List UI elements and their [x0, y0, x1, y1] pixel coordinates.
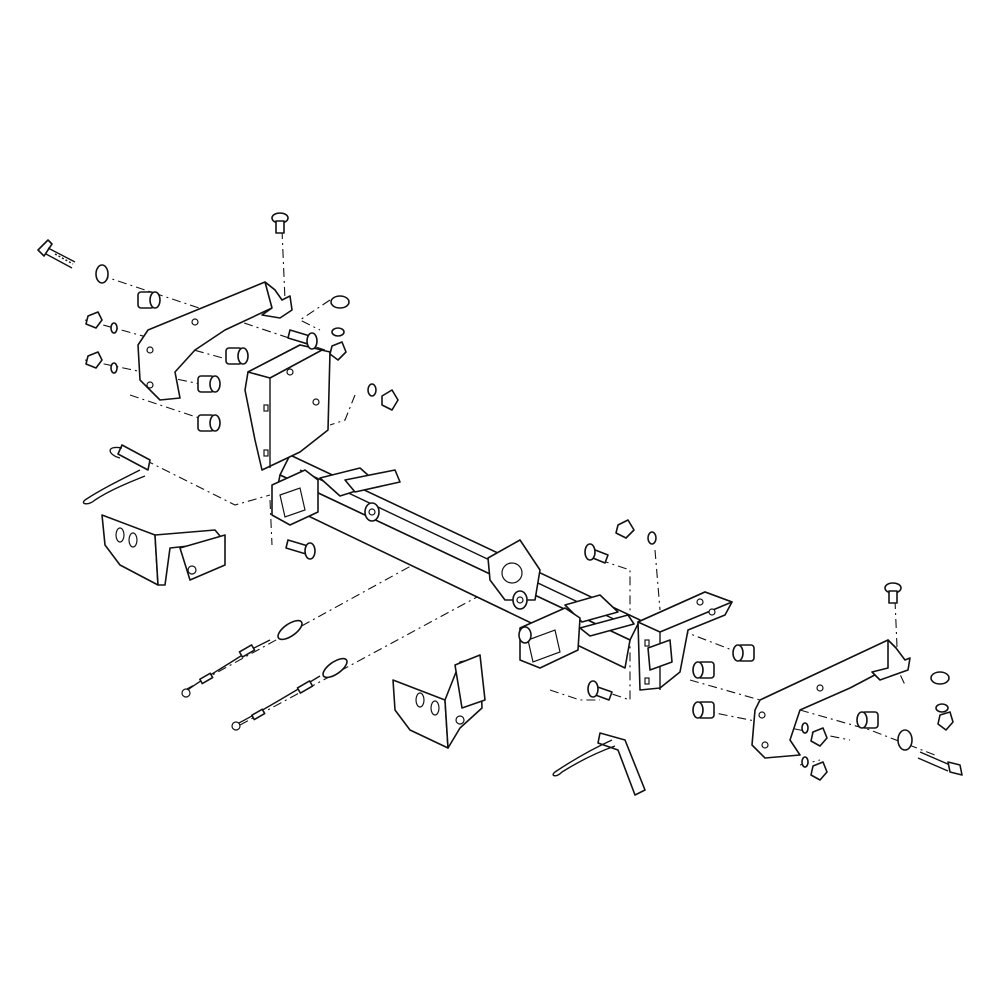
hex-nut: [329, 341, 347, 361]
spacer: [197, 414, 221, 432]
hex-nut: [85, 311, 103, 329]
nuts: [85, 311, 954, 781]
carriage-bolt-left-low: [285, 539, 316, 560]
lock-washer: [367, 383, 377, 397]
spacer: [856, 711, 879, 729]
carriage-bolt-top-right: [884, 582, 902, 604]
lock-washer: [801, 756, 809, 768]
lock-washer: [647, 531, 657, 545]
bolt-long-right: [917, 751, 963, 776]
spacer: [137, 291, 161, 309]
left-receiver: [271, 469, 401, 526]
hitch-pin-left: [82, 444, 151, 505]
bolts: [37, 212, 963, 776]
safety-cable-1: [181, 619, 303, 698]
hex-nut: [85, 351, 103, 369]
hex-nut: [937, 711, 954, 731]
spacer: [732, 644, 755, 662]
safety-cable-2: [231, 657, 348, 731]
lock-washer: [331, 327, 345, 337]
right-receiver: [512, 590, 635, 669]
crossbar: [274, 454, 641, 669]
right-mount-plate: [637, 591, 733, 691]
lock-washer: [801, 722, 809, 734]
carriage-bolt-right-top: [584, 543, 609, 564]
spacer: [197, 375, 221, 393]
carriage-bolt-top-left: [271, 212, 289, 234]
detachable-tab-right: [392, 654, 486, 749]
hex-nut: [615, 519, 635, 539]
left-bracket-plate: [137, 281, 293, 401]
hitch-pin-right: [552, 732, 646, 796]
bolt-long-left: [37, 239, 76, 269]
spacer: [225, 347, 249, 365]
washer: [330, 295, 350, 309]
lock-washer: [110, 322, 118, 334]
carriage-bolt-right-low: [587, 680, 613, 701]
right-bracket-plate: [751, 639, 911, 759]
spacers: [137, 291, 879, 729]
left-mount-plate: [244, 344, 331, 471]
lock-washer: [935, 703, 949, 713]
spacer: [692, 701, 715, 719]
carriage-bolt-left-mid: [287, 329, 318, 350]
spacer: [692, 661, 715, 679]
washer: [897, 729, 913, 751]
washer: [930, 671, 950, 685]
hex-nut: [381, 389, 399, 411]
detachable-tab-left: [101, 514, 226, 586]
lock-washer: [110, 362, 118, 374]
hex-nut: [810, 761, 828, 781]
hex-nut: [810, 727, 828, 747]
washers: [95, 264, 950, 768]
washer: [95, 264, 109, 284]
